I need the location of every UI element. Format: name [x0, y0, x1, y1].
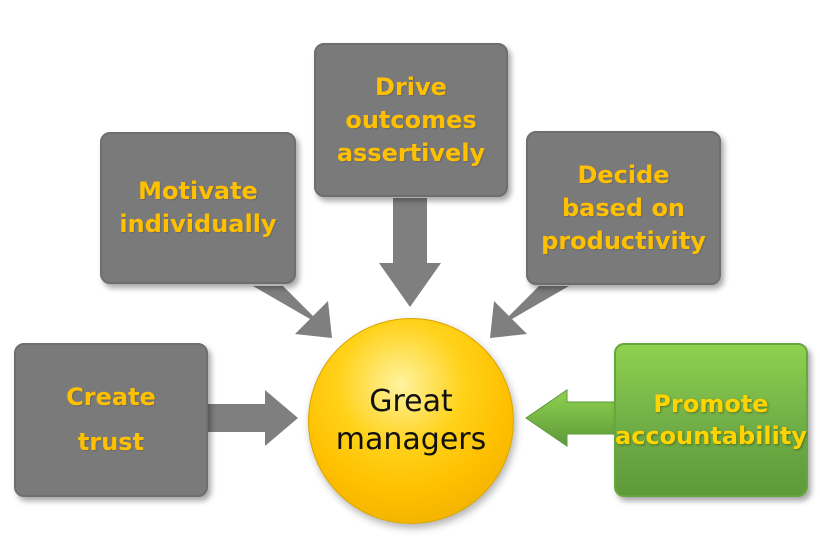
arrow-trust-to-center	[208, 390, 298, 446]
node-motivate-individually: Motivate individually	[100, 132, 296, 284]
center-label: Great managers	[335, 384, 487, 457]
arrow-accountability-to-center	[525, 389, 619, 447]
node-label: Promote accountability	[615, 390, 807, 450]
node-label: Motivate individually	[119, 177, 277, 238]
node-create-trust: Create trust	[14, 343, 208, 497]
node-label: Decide based on productivity	[541, 160, 706, 255]
arrow-motivate-to-center	[253, 286, 332, 338]
node-label: Drive outcomes assertively	[336, 72, 486, 167]
arrow-decide-to-center	[490, 286, 569, 338]
center-node-great-managers: Great managers	[308, 318, 514, 524]
arrow-drive-to-center	[379, 198, 441, 307]
node-label: Create trust	[66, 383, 156, 456]
node-promote-accountability: Promote accountability	[614, 343, 808, 497]
node-drive-outcomes: Drive outcomes assertively	[314, 43, 508, 197]
node-decide-productivity: Decide based on productivity	[526, 131, 721, 285]
